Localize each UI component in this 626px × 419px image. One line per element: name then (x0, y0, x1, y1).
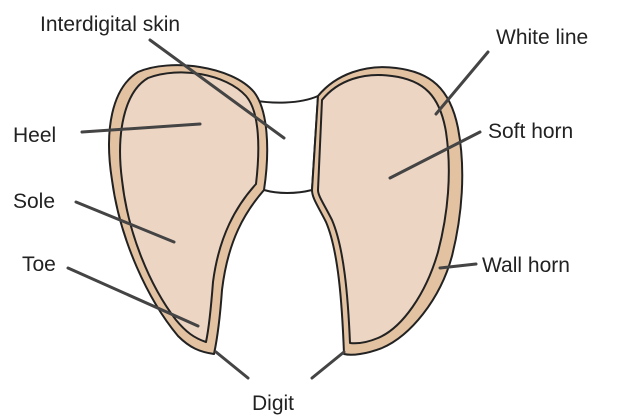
label-heel: Heel (13, 124, 56, 147)
digit-right-leader (312, 352, 344, 378)
digit-left-leader (216, 352, 248, 378)
label-soft-horn: Soft horn (488, 120, 573, 143)
label-sole: Sole (13, 190, 55, 213)
white-line-leader (436, 52, 488, 114)
label-interdigital-skin: Interdigital skin (40, 13, 180, 36)
label-white-line: White line (496, 26, 588, 49)
label-wall-horn: Wall horn (482, 254, 570, 277)
label-toe: Toe (22, 253, 56, 276)
label-digit: Digit (252, 392, 294, 415)
